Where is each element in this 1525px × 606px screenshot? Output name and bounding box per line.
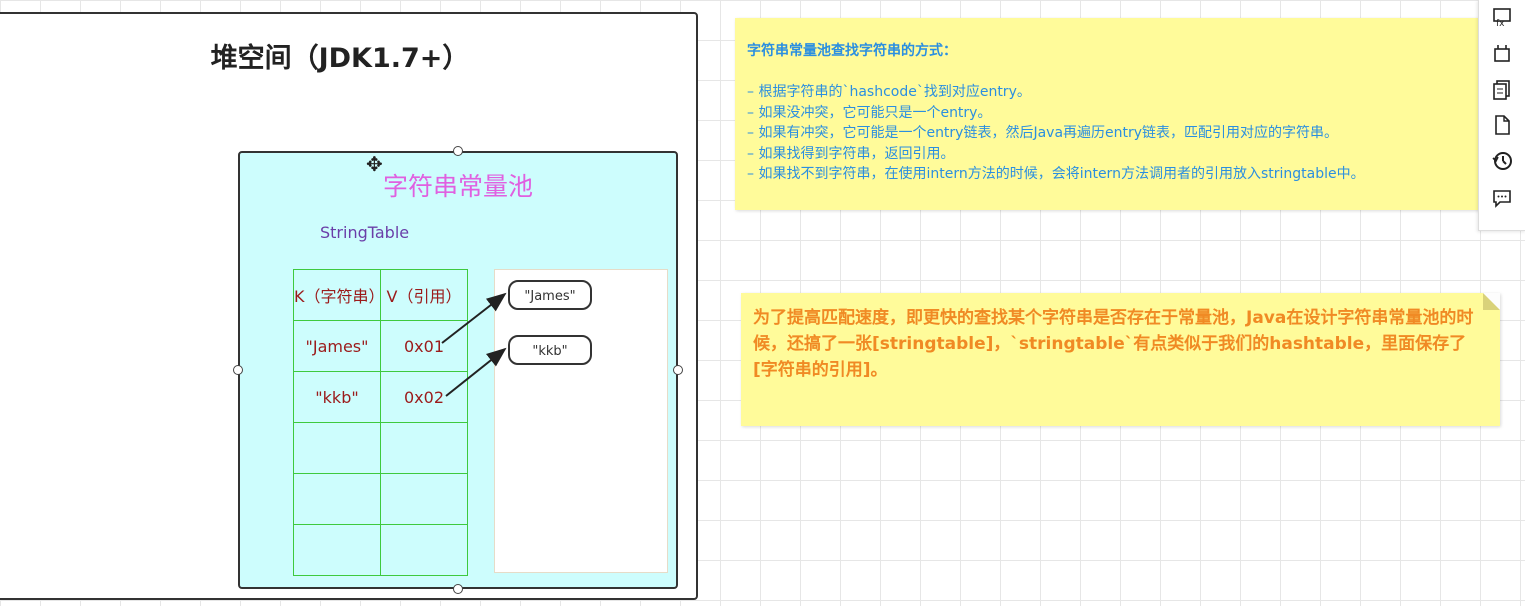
note1-line: – 如果找不到字符串，在使用intern方法的时候，会将intern方法调用者的… (747, 166, 1365, 182)
note1-line: – 如果找得到字符串，返回引用。 (747, 145, 955, 162)
cell-v (380, 422, 468, 474)
string-objects-area (494, 269, 668, 573)
note2-text: 为了提高匹配速度，即更快的查找某个字符串是否存在于常量池，Java在设计字符串常… (753, 308, 1474, 380)
resize-handle-bottom[interactable] (453, 584, 463, 594)
string-object-james[interactable]: "James" (508, 280, 592, 310)
crop-icon[interactable] (1490, 43, 1514, 67)
cell-k (293, 422, 381, 474)
right-toolbar: fx (1478, 0, 1525, 231)
table-row (293, 473, 468, 525)
table-row: "kkb" 0x02 (293, 371, 468, 423)
copy-icon[interactable] (1490, 78, 1514, 102)
cell-v (380, 473, 468, 525)
cell-v: 0x02 (380, 371, 468, 423)
sticky-note-lookup[interactable]: 字符串常量池查找字符串的方式： – 根据字符串的`hashcode`找到对应en… (735, 18, 1487, 210)
note1-title: 字符串常量池查找字符串的方式： (747, 43, 957, 59)
string-constant-pool[interactable]: 字符串常量池 StringTable K（字符串） V（引用） "James" … (238, 151, 678, 589)
pool-title: 字符串常量池 (382, 172, 533, 201)
string-object-kkb[interactable]: "kkb" (508, 335, 592, 365)
sticky-note-stringtable[interactable]: 为了提高匹配速度，即更快的查找某个字符串是否存在于常量池，Java在设计字符串常… (741, 293, 1500, 426)
svg-text:fx: fx (1496, 19, 1505, 28)
cell-k (293, 524, 381, 576)
cell-v (380, 524, 468, 576)
note1-lines: – 根据字符串的`hashcode`找到对应entry。 – 如果没冲突，它可能… (747, 82, 1365, 185)
move-icon[interactable]: ✥ (366, 152, 383, 176)
note1-line: – 如果没冲突，它可能只是一个entry。 (747, 104, 992, 121)
resize-handle-left[interactable] (233, 365, 243, 375)
page-icon[interactable] (1490, 114, 1514, 138)
cell-k: "James" (293, 320, 381, 372)
comment-icon[interactable] (1490, 187, 1514, 211)
header-k: K（字符串） (293, 269, 385, 321)
formula-icon[interactable]: fx (1490, 6, 1514, 30)
note1-line: – 根据字符串的`hashcode`找到对应entry。 (747, 84, 1031, 100)
heap-title: 堆空间（JDK1.7+） (210, 43, 470, 74)
cell-k (293, 473, 381, 525)
resize-handle-top[interactable] (453, 146, 463, 156)
history-icon[interactable] (1490, 150, 1514, 174)
table-row (293, 422, 468, 474)
header-v: V（引用） (380, 269, 468, 321)
table-header-row: K（字符串） V（引用） (293, 269, 468, 321)
cell-v: 0x01 (380, 320, 468, 372)
resize-handle-right[interactable] (673, 365, 683, 375)
note-fold-corner (1483, 293, 1500, 310)
table-row (293, 524, 468, 576)
string-table: K（字符串） V（引用） "James" 0x01 "kkb" 0x02 (293, 269, 468, 576)
table-row: "James" 0x01 (293, 320, 468, 372)
note1-line: – 如果有冲突，它可能是一个entry链表，然后Java再遍历entry链表，匹… (747, 125, 1339, 141)
cell-k: "kkb" (293, 371, 381, 423)
pool-subtitle: StringTable (320, 223, 410, 242)
